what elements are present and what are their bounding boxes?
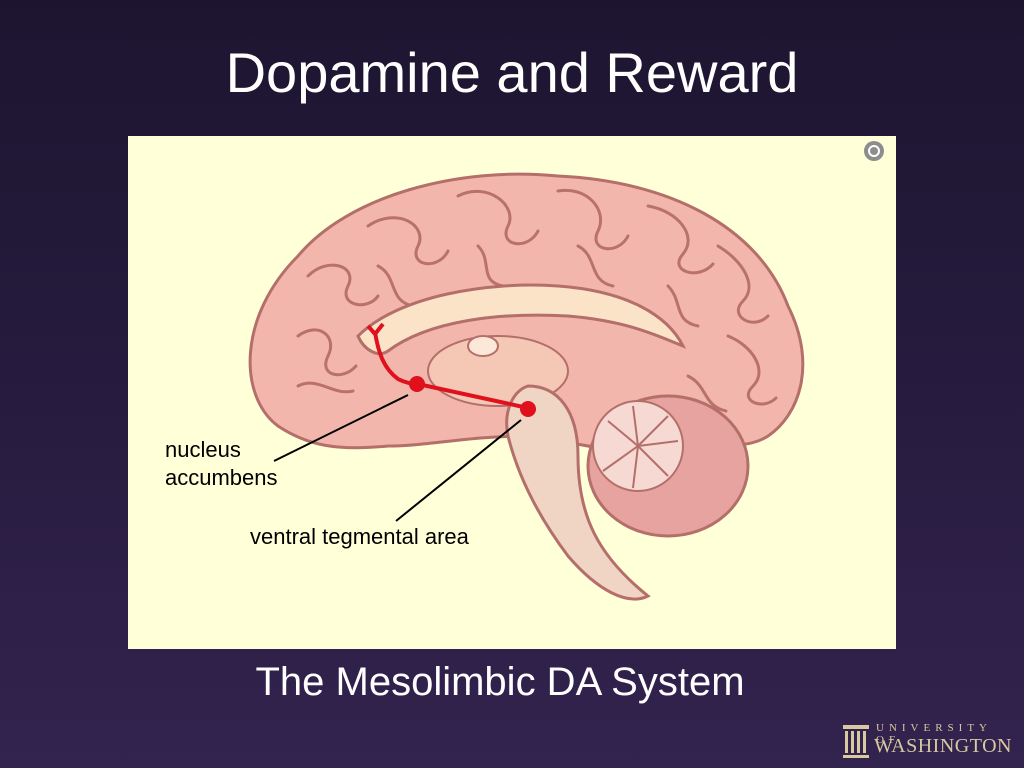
nucleus-accumbens-leader [273,394,409,462]
corpus-callosum [356,283,687,356]
vta-leader [395,419,522,522]
mesolimbic-pathway [366,322,536,417]
brainstem [505,384,651,601]
vta-dot [520,401,536,417]
slide-caption: The Mesolimbic DA System [255,660,745,704]
university-logo: UNIVERSITY OF WASHINGTON [842,720,1022,762]
vta-label: ventral tegmental area [250,524,469,549]
nucleus-label-line2: accumbens [165,465,278,490]
arbor-vitae [602,405,679,489]
gyri-folds [296,188,778,413]
nucleus-accumbens-dot [409,376,425,392]
brain-illustration [248,141,884,601]
nucleus-label-line1: nucleus [165,437,241,462]
brain-figure: nucleus accumbens ventral tegmental area [128,136,896,649]
nucleus-accumbens-label: nucleus accumbens [165,436,278,492]
copyright-badge-icon [864,141,884,161]
logo-top-text: UNIVERSITY OF [876,722,992,746]
logo-bottom-text: WASHINGTON [874,735,1012,757]
slide-title: Dopamine and Reward [225,41,799,104]
columns-icon [843,725,869,758]
